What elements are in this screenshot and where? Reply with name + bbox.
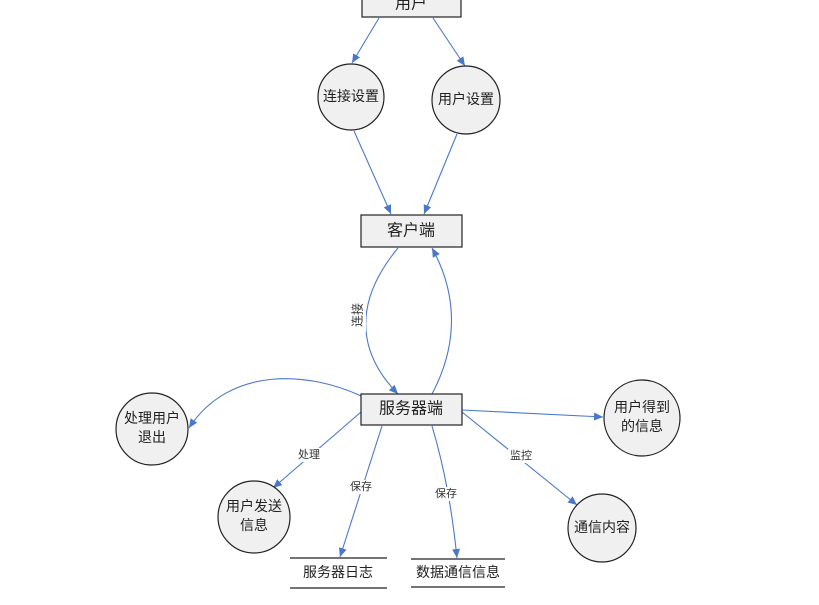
process-user-settings: 用户设置 <box>431 65 501 135</box>
edge-client-to-server <box>365 247 399 395</box>
entity-client: 客户端 <box>360 214 463 248</box>
process-communication-content: 通信内容 <box>567 493 637 563</box>
process-communication-content-label: 通信内容 <box>574 519 630 536</box>
store-comm-data-label: 数据通信信息 <box>416 564 500 581</box>
entity-client-label: 客户端 <box>387 221 435 240</box>
process-connection-settings-label: 连接设置 <box>323 88 379 105</box>
store-server-log: 服务器日志 <box>290 557 387 589</box>
process-handle-user-exit-label-1: 处理用户 <box>124 410 180 427</box>
store-server-log-label: 服务器日志 <box>303 565 373 581</box>
edge-label-handle: 处理 <box>298 448 320 461</box>
edge-connection-settings-to-client <box>353 130 392 215</box>
process-user-sent-info-label-1: 用户发送 <box>226 498 282 515</box>
process-user-sent-info: 用户发送 信息 <box>217 480 291 554</box>
process-handle-user-exit-label-2: 退出 <box>138 430 166 446</box>
edge-user-settings-to-client <box>423 133 458 215</box>
edge-label-monitor: 监控 <box>510 448 532 462</box>
entity-user: 用户 <box>361 0 462 18</box>
edge-user-to-user-settings <box>432 17 466 67</box>
entity-user-label: 用户 <box>395 0 427 13</box>
store-comm-data: 数据通信信息 <box>411 558 505 588</box>
process-user-settings-label: 用户设置 <box>438 91 494 108</box>
edge-user-to-connection-settings <box>351 17 380 64</box>
edge-label-save-data: 保存 <box>435 486 457 500</box>
process-user-received-info-label-2: 的信息 <box>621 418 663 435</box>
edge-label-connect: 连接 <box>350 303 365 327</box>
edge-server-to-received-info <box>461 409 604 421</box>
edge-label-save-log: 保存 <box>350 479 372 493</box>
entity-server-label: 服务器端 <box>379 399 443 418</box>
entity-server: 服务器端 <box>360 393 463 426</box>
process-connection-settings: 连接设置 <box>317 63 385 131</box>
process-user-received-info-label-1: 用户得到 <box>614 399 670 416</box>
edge-server-to-handle-exit <box>188 378 362 429</box>
process-handle-user-exit: 处理用户 退出 <box>115 392 189 466</box>
process-user-sent-info-label-2: 信息 <box>240 517 268 534</box>
process-user-received-info: 用户得到 的信息 <box>603 379 681 457</box>
edge-server-to-client <box>431 247 452 395</box>
